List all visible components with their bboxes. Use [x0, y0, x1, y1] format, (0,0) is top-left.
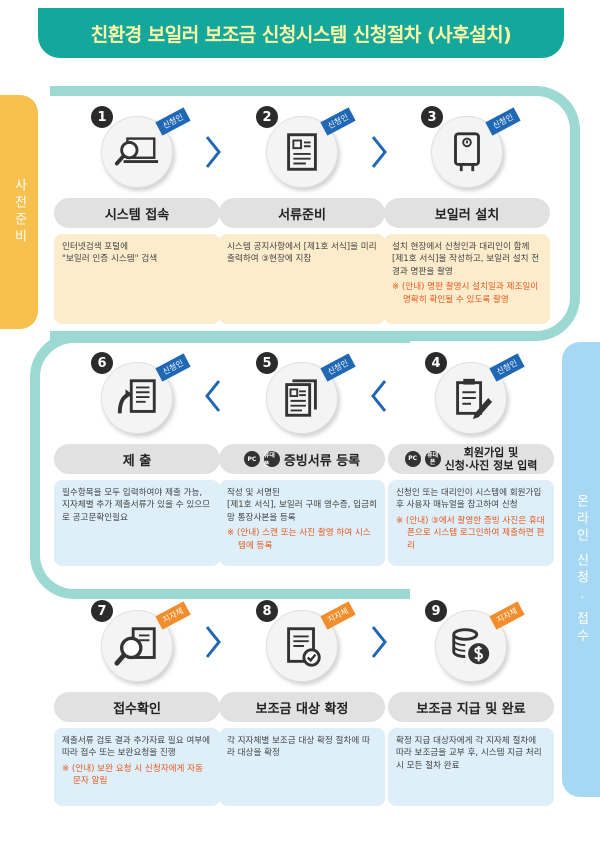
actor-tag: 지자체 — [489, 601, 525, 630]
clipboard-pen-icon — [435, 362, 507, 434]
step-5: 5 신청인 PC 휴대폰 증빙서류 등록 작성 및 서명된 [제1호 서식], … — [219, 352, 385, 566]
step-1: 1 신청인 시스템 접속 인터넷검색 포털에 "보일러 인증 시스템" 검색 — [54, 106, 220, 324]
description-text: 시스템 공지사항에서 [제1호 서식]을 미리 출력하여 ③현장에 지참 — [227, 242, 377, 265]
description-text: 설치 현장에서 신청인과 대리인이 함께 [제1호 서식]을 작성하고, 보일러… — [392, 242, 540, 277]
step-label: PC 휴대폰 증빙서류 등록 — [219, 444, 385, 474]
actor-tag: 신청인 — [489, 353, 525, 382]
note-text: ※ (안내) 스캔 또는 사진 촬영 하여 시스템에 등록 — [227, 528, 371, 551]
step-8: 8 지자체 보조금 대상 확정 각 지자체별 보조금 대상 확정 절차에 따라 … — [219, 600, 385, 806]
label-text: 회원가입 및 신청·사진 정보 입력 — [444, 445, 538, 472]
mobile-badge: 휴대폰 — [424, 451, 441, 467]
actor-tag: 신청인 — [155, 107, 191, 136]
step-label: 접수확인 — [54, 692, 220, 722]
page-title: 친환경 보일러 보조금 신청시스템 신청절차 (사후설치) — [38, 8, 564, 58]
chevron-right-icon — [370, 624, 388, 660]
step-description: 신청인 또는 대리인이 시스템에 회원가입 후 사용자 매뉴얼을 참고하여 신청… — [388, 480, 554, 566]
note-text: ※ (안내) 명판 촬영시 설치일과 제조일이 명확히 확인될 수 있도록 촬영 — [392, 282, 539, 305]
step-label: 시스템 접속 — [54, 198, 220, 228]
step-description: 설치 현장에서 신청인과 대리인이 함께 [제1호 서식]을 작성하고, 보일러… — [384, 234, 550, 324]
step-2: 2 신청인 서류준비 시스템 공지사항에서 [제1호 서식]을 미리 출력하여 … — [219, 106, 385, 324]
side-tab-preparation: 사전준비 — [0, 95, 38, 329]
description-text: 작성 및 서명된 [제1호 서식], 보일러 구매 영수증, 입금희망 통장사본… — [227, 488, 377, 523]
step-number: 3 — [421, 106, 443, 128]
chevron-right-icon — [204, 624, 222, 660]
step-3: 3 신청인 보일러 설치 설치 현장에서 신청인과 대리인이 함께 [제1호 서… — [384, 106, 550, 324]
step-number: 6 — [91, 352, 113, 374]
step-label: 보조금 대상 확정 — [219, 692, 385, 722]
step-4: 4 신청인 PC 휴대폰 회원가입 및 신청·사진 정보 입력 신청인 또는 대… — [388, 352, 554, 566]
pc-badge: PC — [243, 451, 260, 467]
actor-tag: 지자체 — [320, 601, 356, 630]
side-tab-online: 온라인 신청 · 접수 — [562, 342, 600, 797]
step-9: 9 지자체 보조금 지급 및 완료 확정 지급 대상자에게 각 지자체 절차에 … — [388, 600, 554, 806]
step-number: 8 — [256, 600, 278, 622]
step-description: 확정 지급 대상자에게 각 지자체 절차에 따라 보조금을 교부 후, 시스템 … — [388, 728, 554, 806]
pc-badge: PC — [404, 451, 421, 467]
note-text: ※ (안내) 보완 요청 시 신청자에게 자동 문자 알림 — [62, 763, 203, 787]
description-text: 필수항목을 모두 입력하여야 제출 가능, 지자체별 추가 제출서류가 있을 수… — [62, 488, 211, 523]
chevron-right-icon — [370, 134, 388, 170]
step-number: 7 — [91, 600, 113, 622]
step-number: 1 — [91, 106, 113, 128]
step-description: 각 지자체별 보조금 대상 확정 절차에 따라 대상을 확정 — [219, 728, 385, 806]
description-text: 확정 지급 대상자에게 각 지자체 절차에 따라 보조금을 교부 후, 시스템 … — [396, 736, 542, 771]
step-label: 보일러 설치 — [384, 198, 550, 228]
chevron-left-icon — [370, 378, 388, 414]
step-description: 작성 및 서명된 [제1호 서식], 보일러 구매 영수증, 입금희망 통장사본… — [219, 480, 385, 566]
step-6: 6 신청인 제 출 필수항목을 모두 입력하여야 제출 가능, 지자체별 추가 … — [54, 352, 220, 566]
description-text: 신청인 또는 대리인이 시스템에 회원가입 후 사용자 매뉴얼을 참고하여 신청 — [396, 488, 542, 511]
actor-tag: 신청인 — [320, 353, 356, 382]
step-label: 제 출 — [54, 444, 220, 474]
step-number: 5 — [256, 352, 278, 374]
actor-tag: 신청인 — [155, 353, 191, 382]
step-label: PC 휴대폰 회원가입 및 신청·사진 정보 입력 — [388, 444, 554, 474]
actor-tag: 신청인 — [485, 107, 521, 136]
description-text: 제출서류 검토 결과 추가자료 필요 여부에 따라 접수 또는 보완요청을 진행 — [62, 736, 211, 759]
chevron-left-icon — [204, 378, 222, 414]
step-label: 서류준비 — [219, 198, 385, 228]
step-description: 시스템 공지사항에서 [제1호 서식]을 미리 출력하여 ③현장에 지참 — [219, 234, 385, 324]
description-text: 각 지자체별 보조금 대상 확정 절차에 따라 대상을 확정 — [227, 736, 370, 759]
note-text: ※ (안내) ③에서 촬영한 증빙 사진은 휴대폰으로 시스템 로그인하여 제출… — [396, 515, 545, 551]
step-number: 9 — [425, 600, 447, 622]
flow-track-middle — [30, 333, 410, 599]
step-description: 인터넷검색 포털에 "보일러 인증 시스템" 검색 — [54, 234, 220, 324]
mobile-badge: 휴대폰 — [263, 451, 280, 468]
step-description: 제출서류 검토 결과 추가자료 필요 여부에 따라 접수 또는 보완요청을 진행… — [54, 728, 220, 806]
label-text: 증빙서류 등록 — [283, 453, 361, 469]
step-description: 필수항목을 모두 입력하여야 제출 가능, 지자체별 추가 제출서류가 있을 수… — [54, 480, 220, 566]
actor-tag: 신청인 — [320, 107, 356, 136]
step-label: 보조금 지급 및 완료 — [388, 692, 554, 722]
step-number: 4 — [425, 352, 447, 374]
chevron-right-icon — [204, 134, 222, 170]
step-7: 7 지자체 접수확인 제출서류 검토 결과 추가자료 필요 여부에 따라 접수 … — [54, 600, 220, 806]
step-number: 2 — [256, 106, 278, 128]
description-text: 인터넷검색 포털에 "보일러 인증 시스템" 검색 — [62, 242, 158, 265]
actor-tag: 지자체 — [155, 601, 191, 630]
